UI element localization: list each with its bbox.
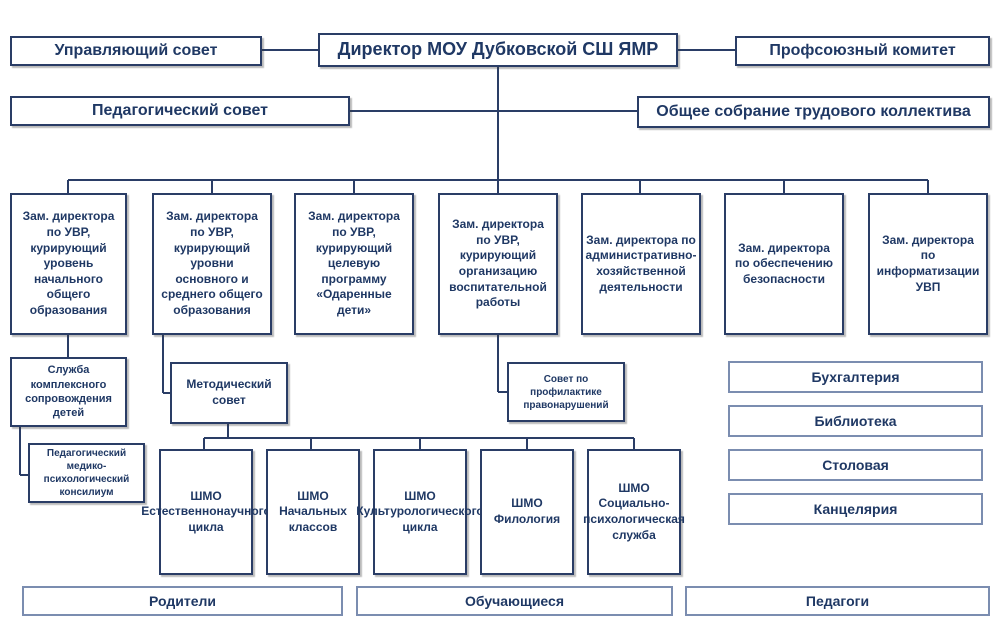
managing-council-box: Управляющий совет xyxy=(10,36,262,66)
deputy-it-box: Зам. директора по информатизации УВП xyxy=(868,193,988,335)
deputy-primary-box: Зам. директора по УВР, курирующий уровен… xyxy=(10,193,127,335)
prevention-council-box: Совет по профилактике правонарушений xyxy=(507,362,625,422)
trade-union-box: Профсоюзный комитет xyxy=(735,36,990,66)
deputy-upbringing-box: Зам. директора по УВР, курирующий органи… xyxy=(438,193,558,335)
parents-box: Родители xyxy=(22,586,343,616)
method-council-box: Методический совет xyxy=(170,362,288,424)
deputy-gifted-box: Зам. директора по УВР, курирующий целеву… xyxy=(294,193,414,335)
director-box: Директор МОУ Дубковской СШ ЯМР xyxy=(318,33,678,67)
general-meeting-box: Общее собрание трудового коллектива xyxy=(637,96,990,128)
shmo-psych-box: ШМО Социально-психологическая служба xyxy=(583,449,685,575)
deputy-secondary-box: Зам. директора по УВР, курирующий уровни… xyxy=(152,193,272,335)
deputy-safety-box: Зам. директора по обеспечению безопаснос… xyxy=(724,193,844,335)
shmo-natural-box: ШМО Естественнонаучного цикла xyxy=(141,449,271,575)
pmpk-box: Педагогический медико-психологический ко… xyxy=(28,443,145,503)
shmo-philology-box: ШМО Филология xyxy=(480,449,574,575)
library-box: Библиотека xyxy=(728,405,983,437)
students-box: Обучающиеся xyxy=(356,586,673,616)
canteen-box: Столовая xyxy=(728,449,983,481)
support-service-box: Служба комплексного сопровождения детей xyxy=(10,357,127,427)
accounting-box: Бухгалтерия xyxy=(728,361,983,393)
office-box: Канцелярия xyxy=(728,493,983,525)
pedagogical-council-box: Педагогический совет xyxy=(10,96,350,126)
teachers-box: Педагоги xyxy=(685,586,990,616)
shmo-primary-box: ШМО Начальных классов xyxy=(266,449,360,575)
deputy-administrative-box: Зам. директора по административно-хозяйс… xyxy=(581,193,701,335)
shmo-cultural-box: ШМО Культурологического цикла xyxy=(356,449,484,575)
